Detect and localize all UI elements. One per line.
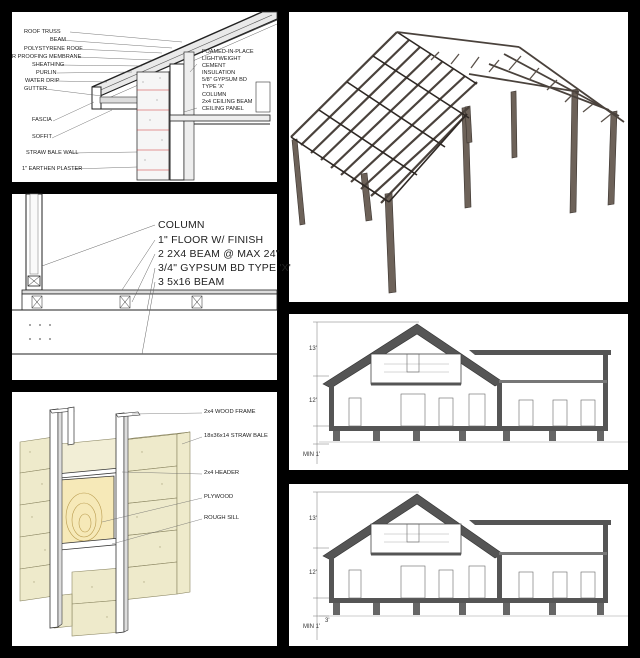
building-section-bottom-panel: 13' 12' MIN 1' 3' <box>289 484 628 646</box>
label-lightweight: LIGHTWEIGHT <box>202 56 241 62</box>
label-soffit: SOFFIT <box>32 134 52 140</box>
label-5x16-beam: 3 5x16 BEAM <box>158 276 225 288</box>
label-purlin: PURLIN <box>36 70 57 76</box>
label-floor-column: COLUMN <box>158 219 205 231</box>
dim-min-clearance: MIN 1' <box>303 452 321 458</box>
label-ceiling-beam: 2x4 CEILING BEAM <box>202 99 253 105</box>
label-fascia: FASCIA <box>32 117 52 123</box>
label-rough-sill: ROUGH SILL <box>204 515 240 521</box>
floor-detail-panel: COLUMN 1" FLOOR W/ FINISH 2 2X4 BEAM @ M… <box>12 193 291 380</box>
label-proofing-membrane: R PROOFING MEMBRANE <box>12 54 82 60</box>
straw-bale-window-drawing <box>19 406 203 637</box>
label-column: COLUMN <box>202 92 227 98</box>
building-section-top-panel: 13' 12' MIN 1' <box>289 314 628 470</box>
floor-detail-drawing <box>12 193 278 355</box>
label-polystyrene-roof: POLYSTYRENE ROOF <box>24 46 83 52</box>
label-roof-truss: ROOF TRUSS <box>24 29 61 35</box>
label-gypsum-type-x: 3/4" GYPSUM BD TYPE 'X' <box>158 262 291 274</box>
frame-render-panel <box>289 12 628 302</box>
label-earthen-plaster: 1" EARTHEN PLASTER <box>22 166 83 172</box>
label-gutter: GUTTER <box>24 86 47 92</box>
timber-frame-3d-drawing <box>290 31 625 294</box>
label-2x4-beam: 2 2X4 BEAM @ MAX 24" <box>158 248 280 260</box>
label-wood-frame: 2x4 WOOD FRAME <box>204 409 256 415</box>
label-gypsum-bd: 5/8" GYPSUM BD <box>202 77 247 83</box>
dim-wall-height-2: 12' <box>309 570 317 576</box>
dim-footing: 3' <box>325 618 330 624</box>
building-section-bottom-drawing <box>313 491 628 640</box>
label-ceiling-panel: CEILING PANEL <box>202 106 244 112</box>
label-type-x: TYPE 'X' <box>202 84 225 90</box>
building-section-top-drawing <box>313 321 628 464</box>
label-insulation: INSULATION <box>202 70 236 76</box>
label-floor-finish: 1" FLOOR W/ FINISH <box>158 234 264 246</box>
label-header: 2x4 HEADER <box>204 470 240 476</box>
eave-detail-panel: ROOF TRUSS BEAM POLYSTYRENE ROOF R PROOF… <box>12 11 278 182</box>
dim-roof-height: 13' <box>309 346 317 352</box>
label-beam: BEAM <box>50 37 66 43</box>
dim-roof-height-2: 13' <box>309 516 317 522</box>
label-straw-bale-size: 18x36x14 STRAW BALE <box>204 433 268 439</box>
window-detail-panel: 2x4 WOOD FRAME 18x36x14 STRAW BALE 2x4 H… <box>12 392 277 646</box>
label-straw-bale-wall: STRAW BALE WALL <box>26 150 79 156</box>
label-plywood: PLYWOOD <box>204 494 234 500</box>
dim-wall-height: 12' <box>309 398 317 404</box>
label-foamed-in-place: FOAMED-IN-PLACE <box>202 49 254 55</box>
dim-min-clearance-2: MIN 1' <box>303 624 321 630</box>
label-sheathing: SHEATHING <box>32 62 65 68</box>
label-water-drip: WATER DRIP <box>25 78 60 84</box>
eave-detail-drawing <box>44 11 278 181</box>
label-cement: CEMENT <box>202 63 226 69</box>
